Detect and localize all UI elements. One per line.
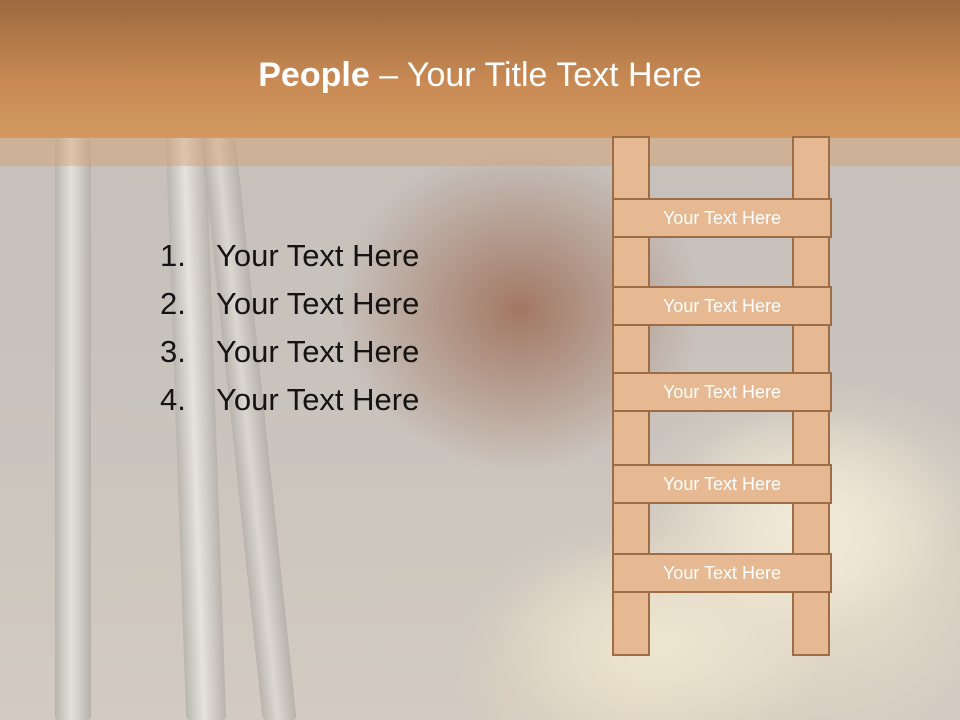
list-item-text: Your Text Here [216,334,420,369]
list-item: 3. Your Text Here [160,328,419,376]
list-item-text: Your Text Here [216,286,420,321]
ladder-rung: Your Text Here [612,372,832,412]
list-item-number: 2. [160,286,186,321]
ladder-rung: Your Text Here [612,464,832,504]
title-banner [0,0,960,138]
list-item: 2. Your Text Here [160,280,419,328]
list-item-number: 3. [160,334,186,369]
list-item: 1. Your Text Here [160,232,419,280]
ladder-rung: Your Text Here [612,286,832,326]
list-item-number: 1. [160,238,186,273]
slide-title-bold: People [258,56,370,94]
ladder-rung: Your Text Here [612,553,832,593]
ladder-rung: Your Text Here [612,198,832,238]
slide-title: People – Your Title Text Here [0,56,960,95]
list-item-text: Your Text Here [216,238,420,273]
background-hay [480,360,960,720]
background-pole [55,138,91,720]
list-item-text: Your Text Here [216,382,420,417]
list-item-number: 4. [160,382,186,417]
list-item: 4. Your Text Here [160,376,419,424]
slide-title-rest: – Your Title Text Here [369,56,702,94]
numbered-list: 1. Your Text Here 2. Your Text Here 3. Your… [160,232,419,424]
